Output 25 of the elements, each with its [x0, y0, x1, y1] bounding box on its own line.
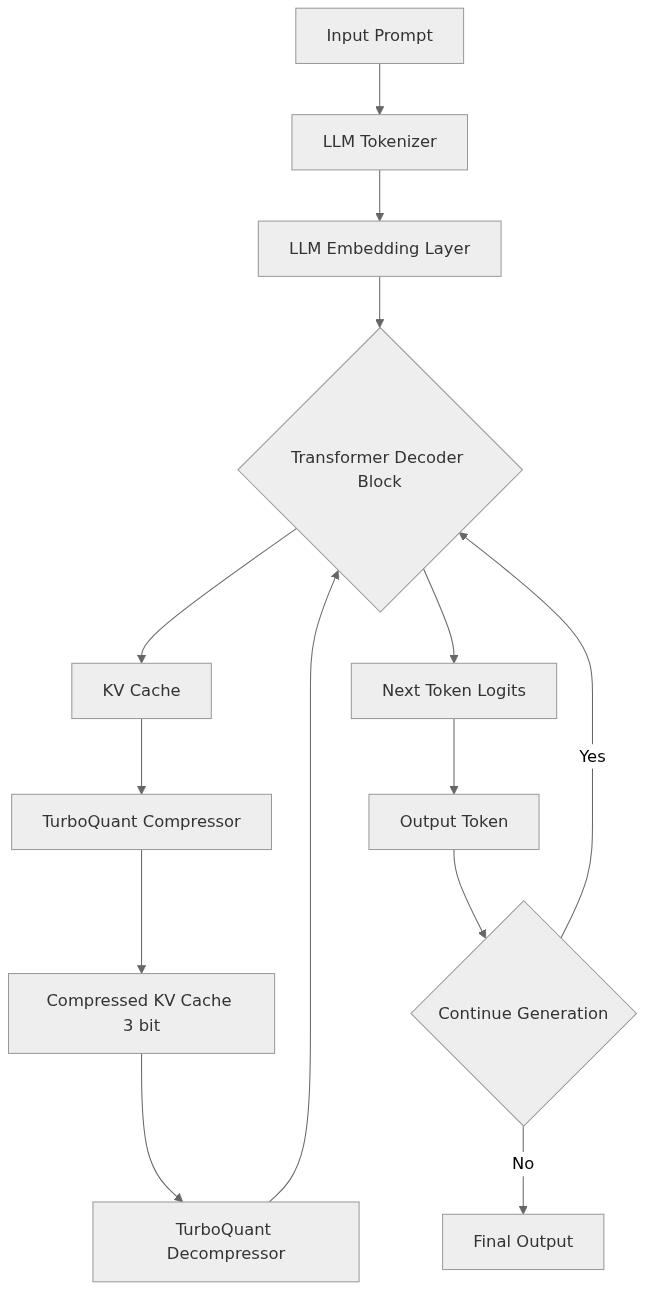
- node-box: KV Cache: [71, 662, 212, 720]
- arrow: [375, 62, 385, 116]
- edge-label: Yes: [579, 746, 606, 766]
- arrow: [137, 528, 297, 664]
- arrow: [449, 718, 459, 795]
- node-box: Compressed KV Cache 3 bit: [8, 973, 276, 1054]
- arrow: [137, 849, 147, 974]
- arrow: [375, 169, 385, 222]
- node-box: Output Token: [368, 793, 540, 851]
- node-box: TurboQuant Compressor: [11, 793, 272, 851]
- node-box: LLM Embedding Layer: [257, 220, 502, 277]
- node-box: Final Output: [442, 1213, 605, 1271]
- node-box: Next Token Logits: [350, 662, 558, 720]
- arrow: [141, 1052, 184, 1203]
- arrow: [268, 570, 340, 1203]
- arrow: [453, 849, 487, 939]
- arrow: [137, 718, 147, 795]
- arrow: [375, 275, 385, 328]
- node-diamond: Transformer Decoder Block: [237, 326, 524, 613]
- edge-label: No: [512, 1153, 535, 1174]
- node-box: LLM Tokenizer: [291, 114, 468, 171]
- node-diamond: Continue Generation: [410, 900, 638, 1127]
- node-box: Input Prompt: [295, 7, 465, 64]
- arrow: [458, 532, 593, 939]
- node-box: TurboQuant Decompressor: [92, 1201, 360, 1283]
